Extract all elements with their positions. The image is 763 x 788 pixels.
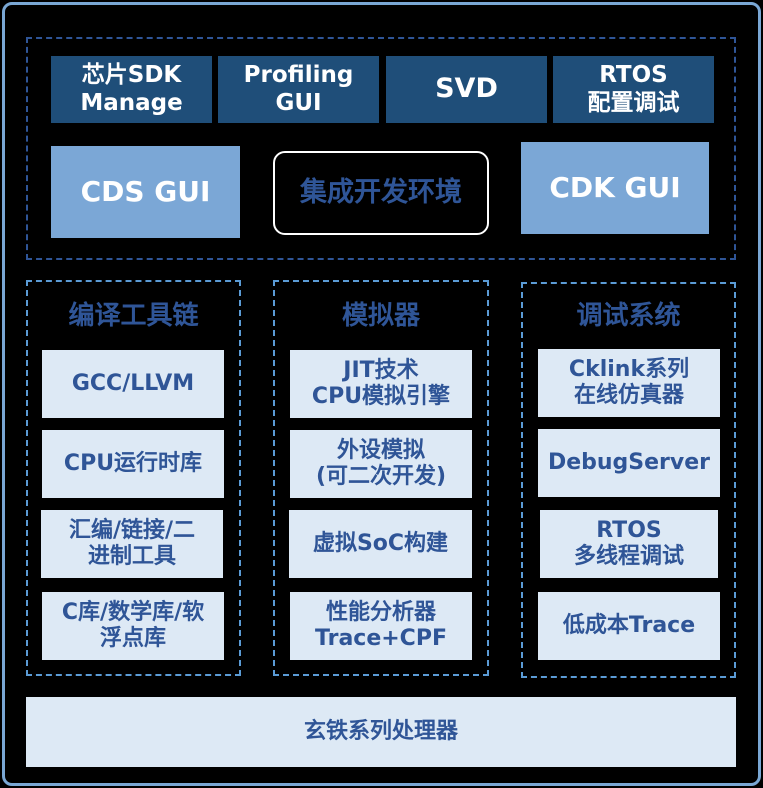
- ide-group: [26, 37, 736, 260]
- tool-sdk-manage: 芯片SDK Manage: [51, 56, 212, 123]
- ide-label: 集成开发环境: [273, 151, 489, 235]
- cds-gui: CDS GUI: [51, 146, 240, 238]
- debug-item: 低成本Trace: [538, 592, 720, 660]
- simulator-item: 性能分析器 Trace+CPF: [290, 592, 472, 660]
- simulator-item: JIT技术 CPU模拟引擎: [290, 350, 472, 418]
- debug-item: Cklink系列 在线仿真器: [538, 349, 720, 417]
- cdk-gui: CDK GUI: [521, 142, 709, 234]
- simulator-title: 模拟器: [341, 301, 420, 332]
- debug-item: DebugServer: [538, 429, 720, 497]
- toolchain-item: GCC/LLVM: [42, 350, 224, 418]
- tool-profiling-gui: Profiling GUI: [218, 56, 379, 123]
- debug-group: [521, 282, 736, 678]
- debug-title: 调试系统: [576, 301, 681, 332]
- tool-rtos-config: RTOS 配置调试: [553, 56, 714, 123]
- toolchain-group: [26, 280, 241, 676]
- simulator-item: 虚拟SoC构建: [289, 510, 472, 578]
- toolchain-title: 编译工具链: [68, 301, 199, 332]
- simulator-group: [273, 280, 489, 676]
- toolchain-item: 汇编/链接/二 进制工具: [41, 510, 223, 578]
- debug-item: RTOS 多线程调试: [540, 510, 718, 578]
- simulator-item: 外设模拟 (可二次开发): [290, 430, 472, 498]
- processor-base: 玄铁系列处理器: [26, 697, 736, 767]
- toolchain-item: C库/数学库/软 浮点库: [42, 592, 224, 660]
- tool-svd: SVD: [386, 56, 547, 123]
- toolchain-item: CPU运行时库: [42, 430, 224, 498]
